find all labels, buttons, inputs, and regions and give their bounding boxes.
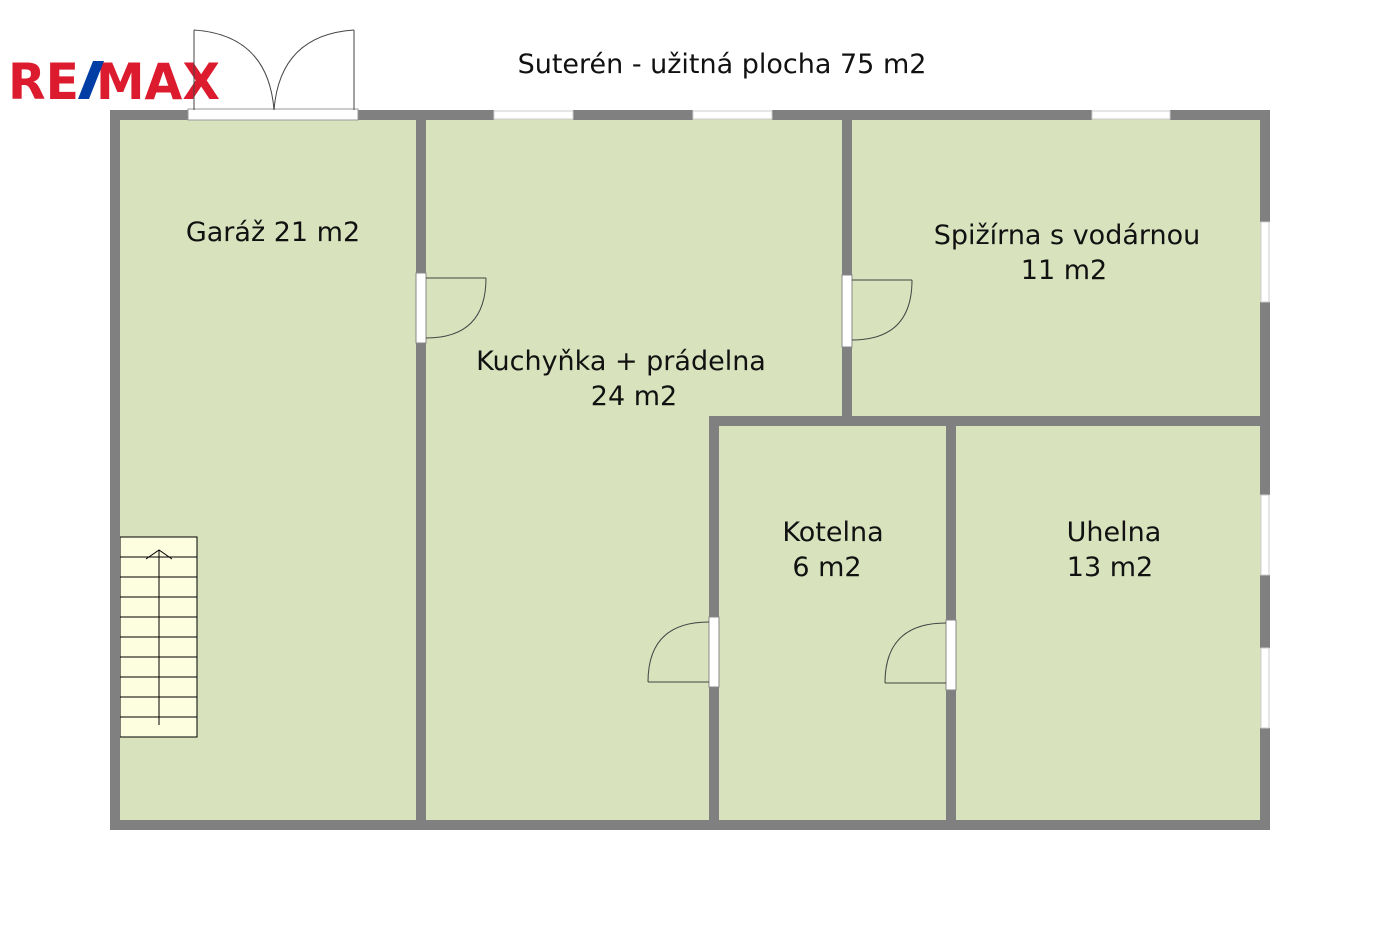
- page-title: Suterén - užitná plocha 75 m2: [518, 49, 927, 80]
- room-label-kitchen: Kuchyňka + prádelna: [476, 346, 766, 377]
- room-label-garage: Garáž 21 m2: [186, 217, 360, 248]
- room-area-coal: 13 m2: [1067, 552, 1153, 583]
- door-garage-kitchen: [415, 272, 487, 344]
- room-area-kitchen: 24 m2: [591, 381, 677, 412]
- remax-logo: RE MAX: [8, 53, 220, 111]
- room-area-pantry: 11 m2: [1021, 255, 1107, 286]
- svg-text:RE MAX: RE MAX: [8, 53, 220, 111]
- doors: [187, 29, 957, 691]
- walls: [110, 110, 1270, 830]
- entrance-double-door: [187, 29, 359, 121]
- room-label-coal: Uhelna: [1067, 517, 1162, 548]
- door-boiler-room: [647, 616, 720, 688]
- floor-area: [115, 115, 1265, 825]
- room-label-pantry: Spižírna s vodárnou: [934, 220, 1201, 251]
- windows: [493, 110, 1270, 729]
- room-area-boiler: 6 m2: [792, 552, 861, 583]
- staircase: [119, 536, 198, 738]
- door-pantry: [841, 274, 913, 348]
- room-label-boiler: Kotelna: [782, 517, 883, 548]
- door-coal-room: [884, 619, 957, 691]
